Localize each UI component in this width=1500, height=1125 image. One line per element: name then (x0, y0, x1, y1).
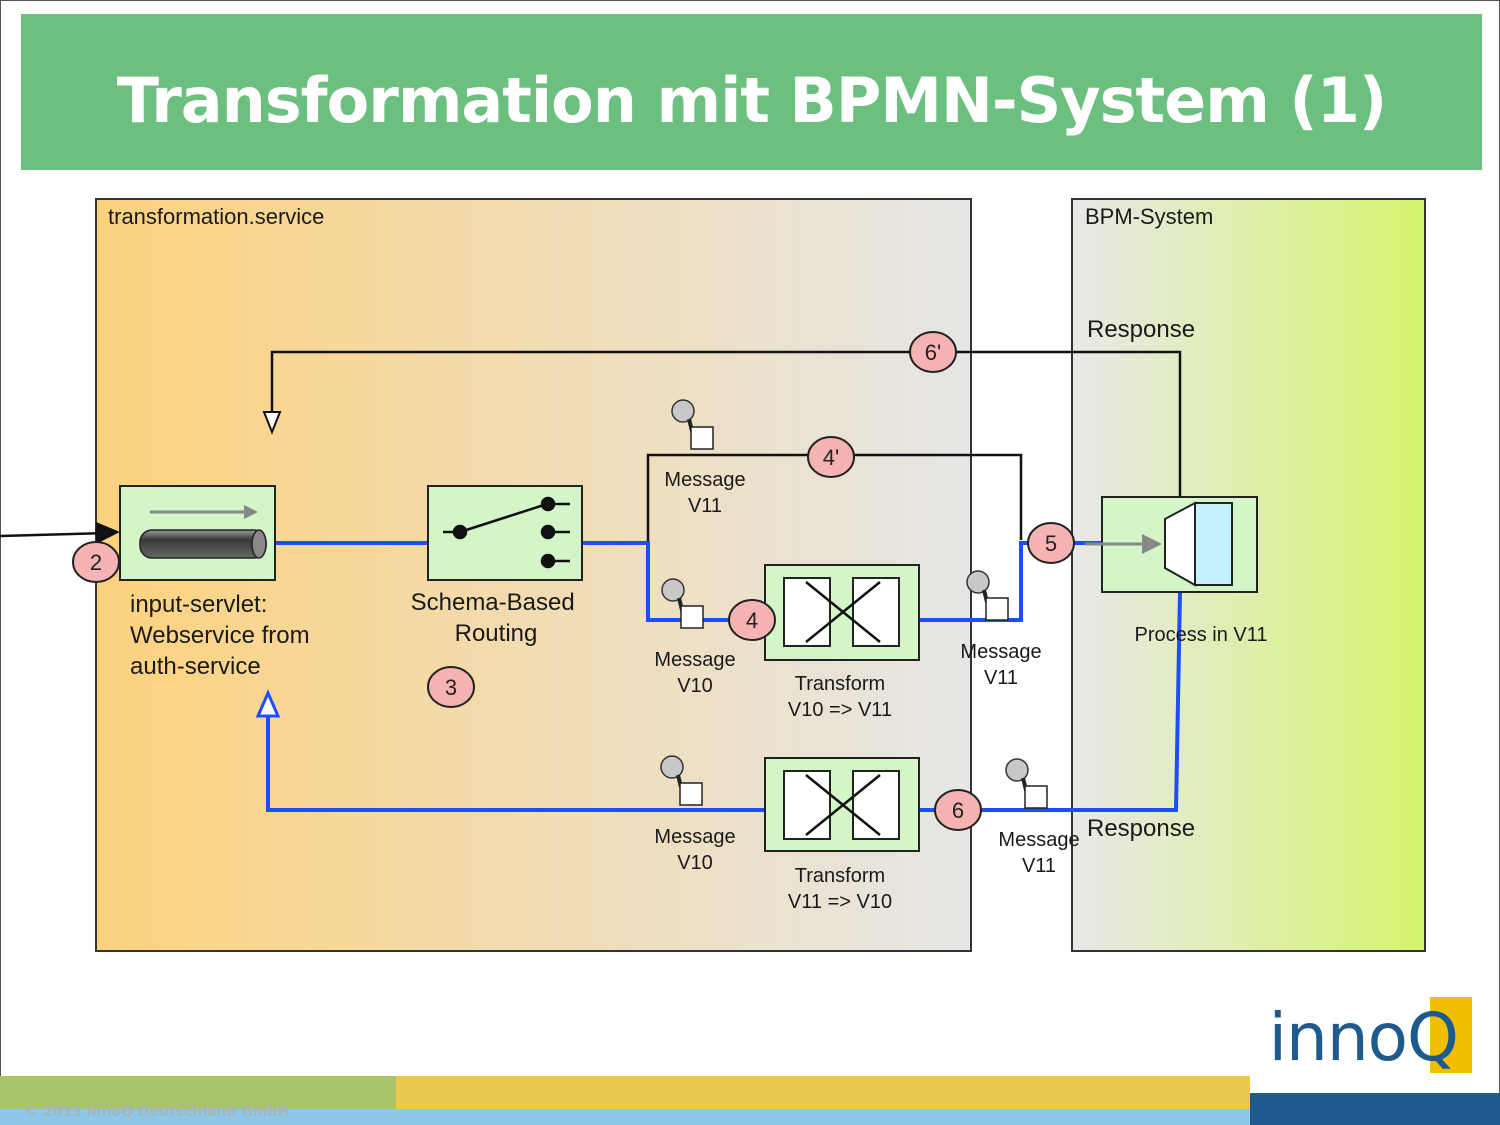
step-marker-4: 4 (728, 599, 776, 641)
message-icon-v11-mid (965, 569, 1010, 622)
step-marker-3: 3 (427, 666, 475, 708)
svg-text:5: 5 (1045, 531, 1057, 556)
step-marker-6: 6 (934, 789, 982, 831)
response-top-label: Response (1087, 316, 1195, 343)
bpm-system-label: BPM-System (1085, 204, 1213, 229)
switch-icon (443, 496, 570, 569)
pipe-icon (139, 529, 267, 559)
input-servlet-label: input-servlet: Webservice from auth-serv… (130, 591, 316, 680)
flow-process-response (919, 591, 1182, 812)
svg-text:4: 4 (746, 608, 758, 633)
router-label-line2: Routing (455, 620, 538, 647)
svg-text:6': 6' (925, 340, 941, 365)
flow-router-to-transform (582, 541, 765, 622)
router-label: Schema-Based Routing (411, 589, 582, 647)
innoq-logo: innoQ (1252, 995, 1472, 1085)
flow-response-to-servlet (266, 712, 765, 812)
transform-v11-v10-node (764, 757, 920, 852)
incoming-arrow-line (0, 531, 109, 538)
svg-text:2: 2 (90, 550, 102, 575)
logo-text: innoQ (1268, 999, 1459, 1076)
title-bar: Transformation mit BPMN-System (1) (21, 14, 1482, 170)
response-arrow-head (262, 411, 282, 435)
footer-bar (0, 1076, 1500, 1125)
process-v11-label: Process in V11 (1134, 624, 1267, 646)
step-marker-4-prime: 4' (807, 436, 855, 478)
router-label-line1: Schema-Based (411, 589, 575, 616)
input-servlet-label-line2: Webservice from (130, 622, 310, 649)
logo-yellow-square (1430, 997, 1472, 1073)
slide-title: Transformation mit BPMN-System (1) (116, 64, 1387, 137)
input-servlet-label-line1: input-servlet: (130, 591, 267, 618)
transform-v10-v11-node (764, 564, 920, 661)
response-return-line (270, 350, 1182, 496)
step-marker-6-prime: 6' (909, 331, 957, 373)
svg-text:3: 3 (445, 675, 457, 700)
input-servlet-label-line3: auth-service (130, 653, 261, 680)
step-marker-5: 5 (1027, 522, 1075, 564)
svg-text:4': 4' (823, 445, 839, 470)
svg-text:6: 6 (952, 798, 964, 823)
incoming-arrow-head (96, 522, 120, 544)
step-marker-2: 2 (72, 541, 120, 583)
transformation-service-label: transformation.service (108, 204, 324, 229)
message-icon-v11-bottom (1004, 757, 1049, 810)
process-v11-node (1085, 496, 1258, 593)
response-blue-arrow-head (255, 689, 281, 718)
copyright-text: © 2013 innoQ Deutschland GmbH (24, 1104, 290, 1120)
response-bottom-label: Response (1087, 815, 1195, 842)
